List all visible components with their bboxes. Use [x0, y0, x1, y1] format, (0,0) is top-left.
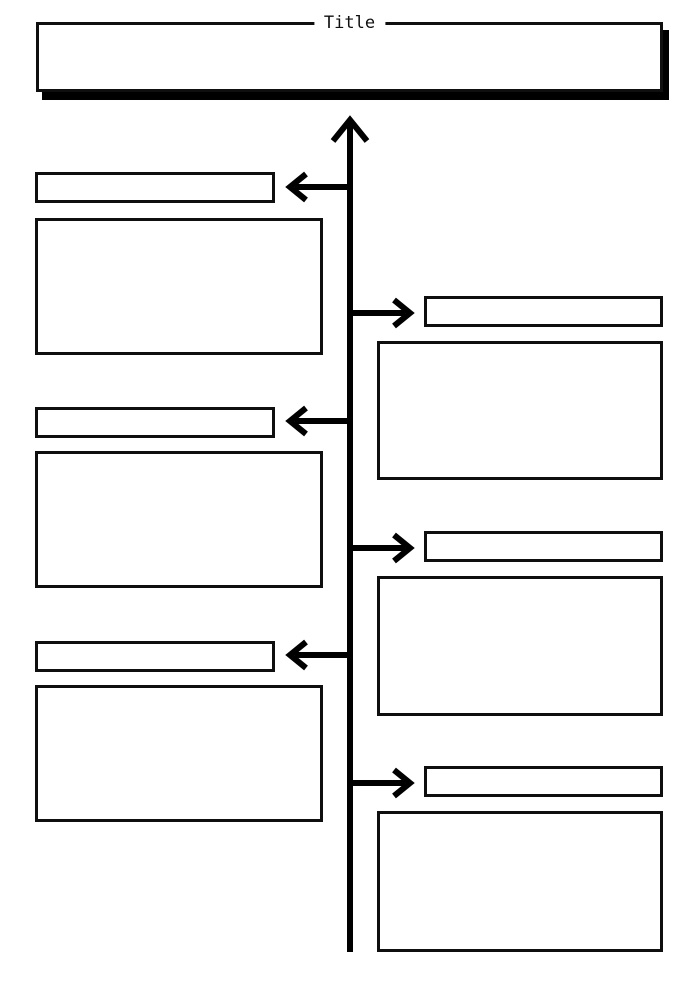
arrow-left-icon — [285, 405, 308, 437]
left-entry-1-label-box — [35, 172, 275, 203]
arrow-left-icon — [285, 639, 308, 671]
right-entry-1-label-box — [424, 296, 663, 327]
left-entry-3-label-box — [35, 641, 275, 672]
arrow-right-icon — [392, 297, 415, 329]
arrow-up-icon — [330, 115, 370, 143]
left-entry-3-content-box — [35, 685, 323, 822]
right-entry-2-content-box — [377, 576, 663, 716]
right-entry-1-content-box — [377, 341, 663, 480]
left-entry-2-label-box — [35, 407, 275, 438]
arrow-right-icon — [392, 532, 415, 564]
title-label: Title — [313, 12, 386, 34]
arrow-right-icon — [392, 767, 415, 799]
right-entry-3-label-box — [424, 766, 663, 797]
right-entry-3-content-box — [377, 811, 663, 952]
left-entry-2-content-box — [35, 451, 323, 588]
right-entry-2-label-box — [424, 531, 663, 562]
arrow-left-icon — [285, 171, 308, 203]
title-box: Title — [36, 12, 663, 92]
left-entry-1-content-box — [35, 218, 323, 355]
